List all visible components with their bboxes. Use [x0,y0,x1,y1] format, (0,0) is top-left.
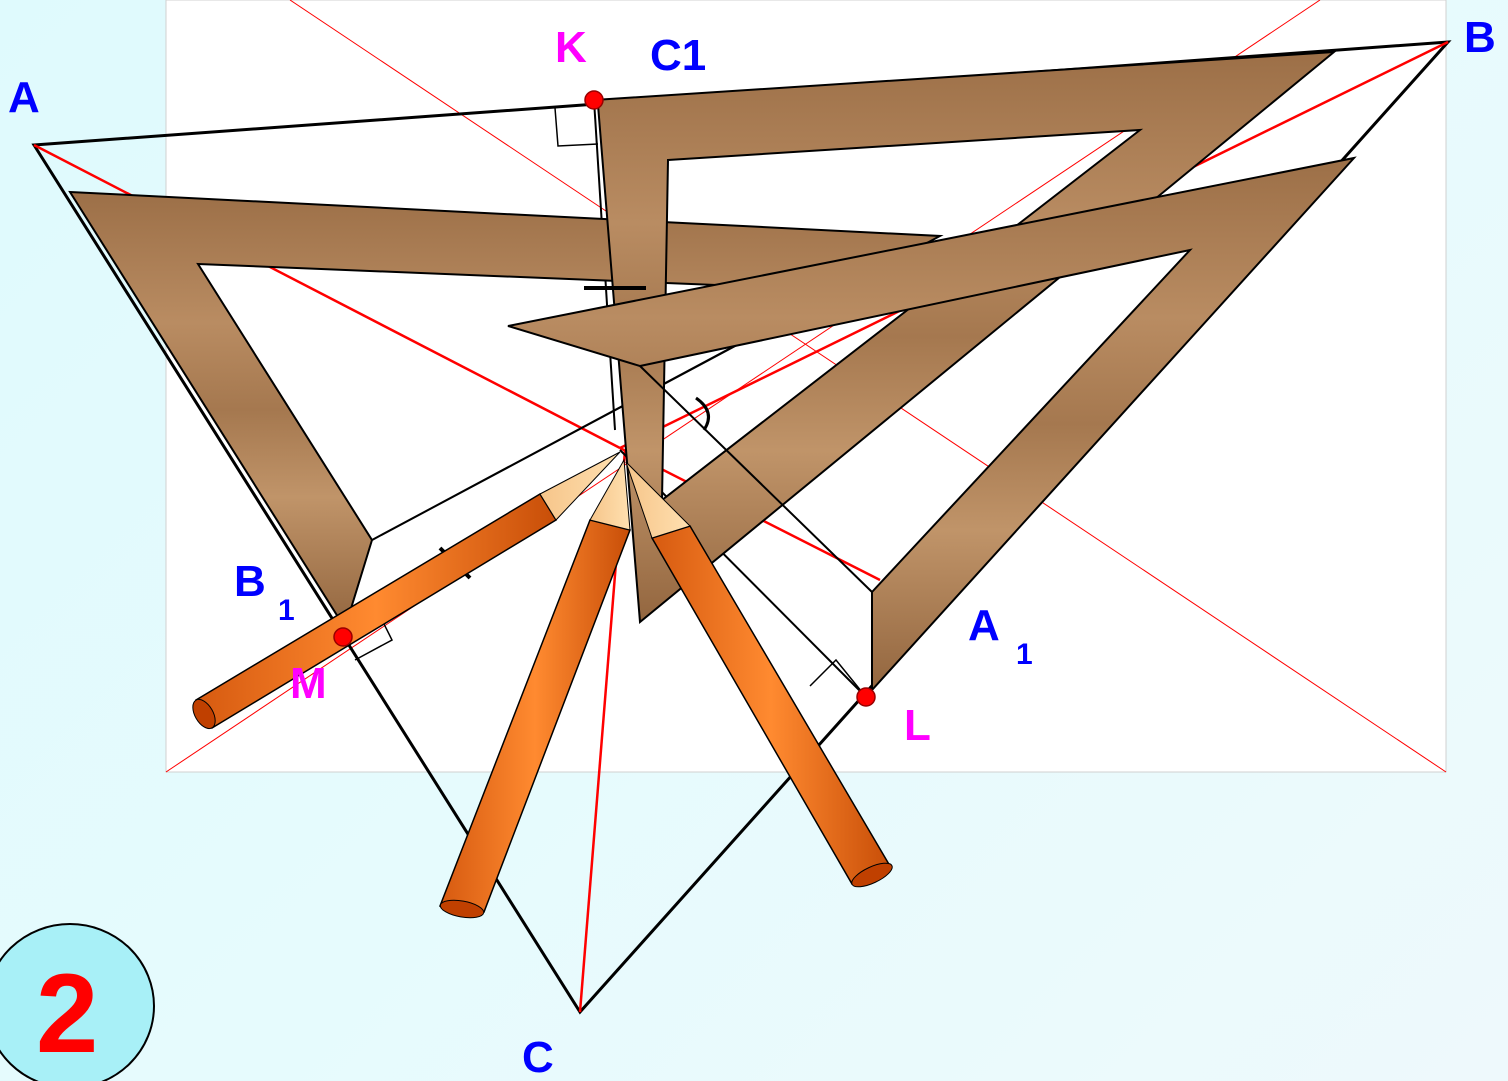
point-k [584,90,604,110]
point-m [333,627,353,647]
label-a1: A [968,601,1000,650]
label-b1: B [234,557,266,606]
label-b1-sub: 1 [278,594,295,627]
label-a1-sub: 1 [1016,638,1033,671]
label-b: B [1464,13,1496,62]
label-k: K [555,23,587,72]
slide-number: 2 [36,951,98,1076]
label-a: A [8,73,40,122]
pencil-icon [625,461,893,888]
label-c: C [522,1033,554,1081]
set-square-icon [507,156,1357,693]
point-l [856,687,876,707]
angle-arc [695,396,710,431]
label-l: L [904,701,931,750]
pencil-icon [192,451,621,730]
pencil-icon [438,458,632,919]
slide-number-badge [0,923,155,1081]
label-m: M [290,659,327,708]
label-c1: C1 [650,31,706,80]
points [333,90,876,707]
